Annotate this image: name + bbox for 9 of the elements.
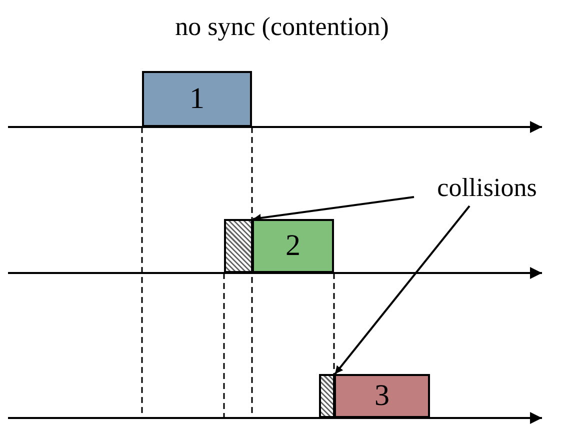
collision-block: [319, 374, 335, 418]
leader-arrow: [334, 205, 470, 375]
packet-block: 1: [142, 71, 252, 127]
packet-block: 3: [334, 374, 430, 418]
annotation-text: collisions: [414, 170, 560, 206]
leader-arrow: [252, 196, 414, 222]
collision-block: [224, 219, 253, 273]
packet-block: 2: [252, 219, 334, 273]
diagram-title: no sync (contention): [174, 12, 390, 42]
